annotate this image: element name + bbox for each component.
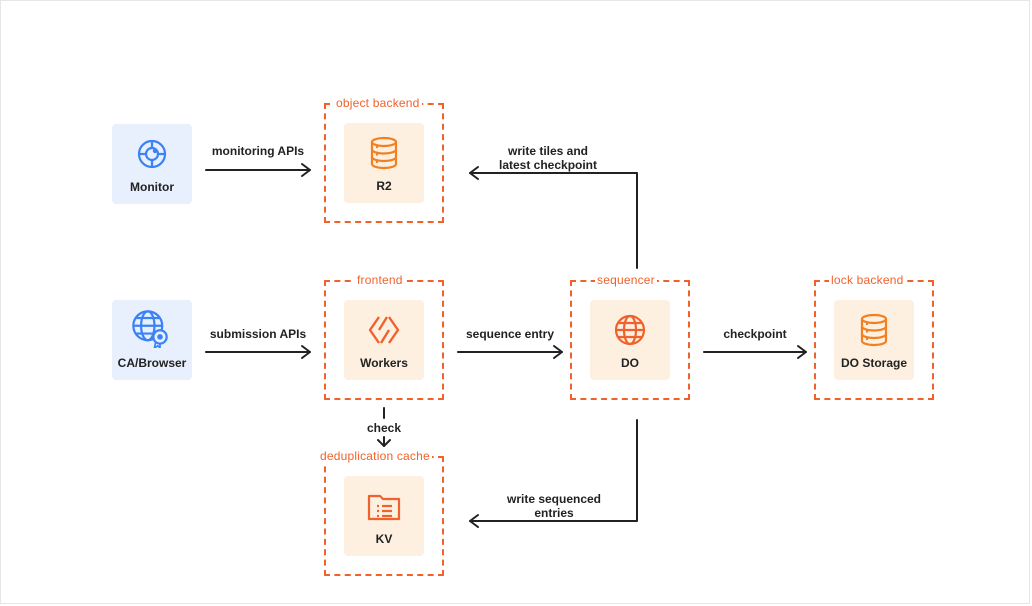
write-tiles-label-1: write tiles and [507, 144, 589, 158]
write-sequenced-label-1: write sequenced [506, 492, 602, 506]
r2-label: R2 [376, 179, 392, 193]
write-tiles-arrow [469, 172, 638, 269]
sequence-entry-label: sequence entry [465, 327, 555, 341]
do-storage-label: DO Storage [840, 356, 907, 370]
globe-icon [614, 314, 646, 346]
workers-icon [368, 316, 400, 344]
workers-node: Workers [344, 300, 424, 380]
submission-apis-label: submission APIs [209, 327, 307, 341]
do-node: DO [590, 300, 670, 380]
kv-node: KV [344, 476, 424, 556]
monitor-label: Monitor [130, 180, 174, 194]
write-tiles-label-2: latest checkpoint [498, 158, 598, 172]
r2-node: R2 [344, 123, 424, 203]
sequencer-title: sequencer [595, 273, 657, 287]
write-sequenced-arrow [469, 419, 638, 522]
monitor-node: Monitor [112, 124, 192, 204]
frontend-title: frontend [355, 273, 405, 287]
database-icon [370, 136, 398, 170]
kv-label: KV [375, 532, 393, 546]
ca-browser-label: CA/Browser [117, 356, 187, 370]
globe-certificate-icon [132, 310, 168, 348]
write-sequenced-label-2: entries [534, 506, 574, 520]
check-label: check [366, 421, 402, 435]
do-label: DO [621, 356, 639, 370]
object-backend-title: object backend [334, 96, 422, 110]
lock-backend-title: lock backend [829, 273, 906, 287]
workers-label: Workers [360, 356, 408, 370]
monitoring-apis-label: monitoring APIs [211, 144, 305, 158]
monitor-icon [137, 139, 167, 169]
dedup-cache-title: deduplication cache [318, 449, 432, 463]
folder-list-icon [367, 494, 401, 521]
ca-browser-node: CA/Browser [112, 300, 192, 380]
database-icon [860, 313, 888, 347]
do-storage-node: DO Storage [834, 300, 914, 380]
checkpoint-label: checkpoint [723, 327, 787, 341]
